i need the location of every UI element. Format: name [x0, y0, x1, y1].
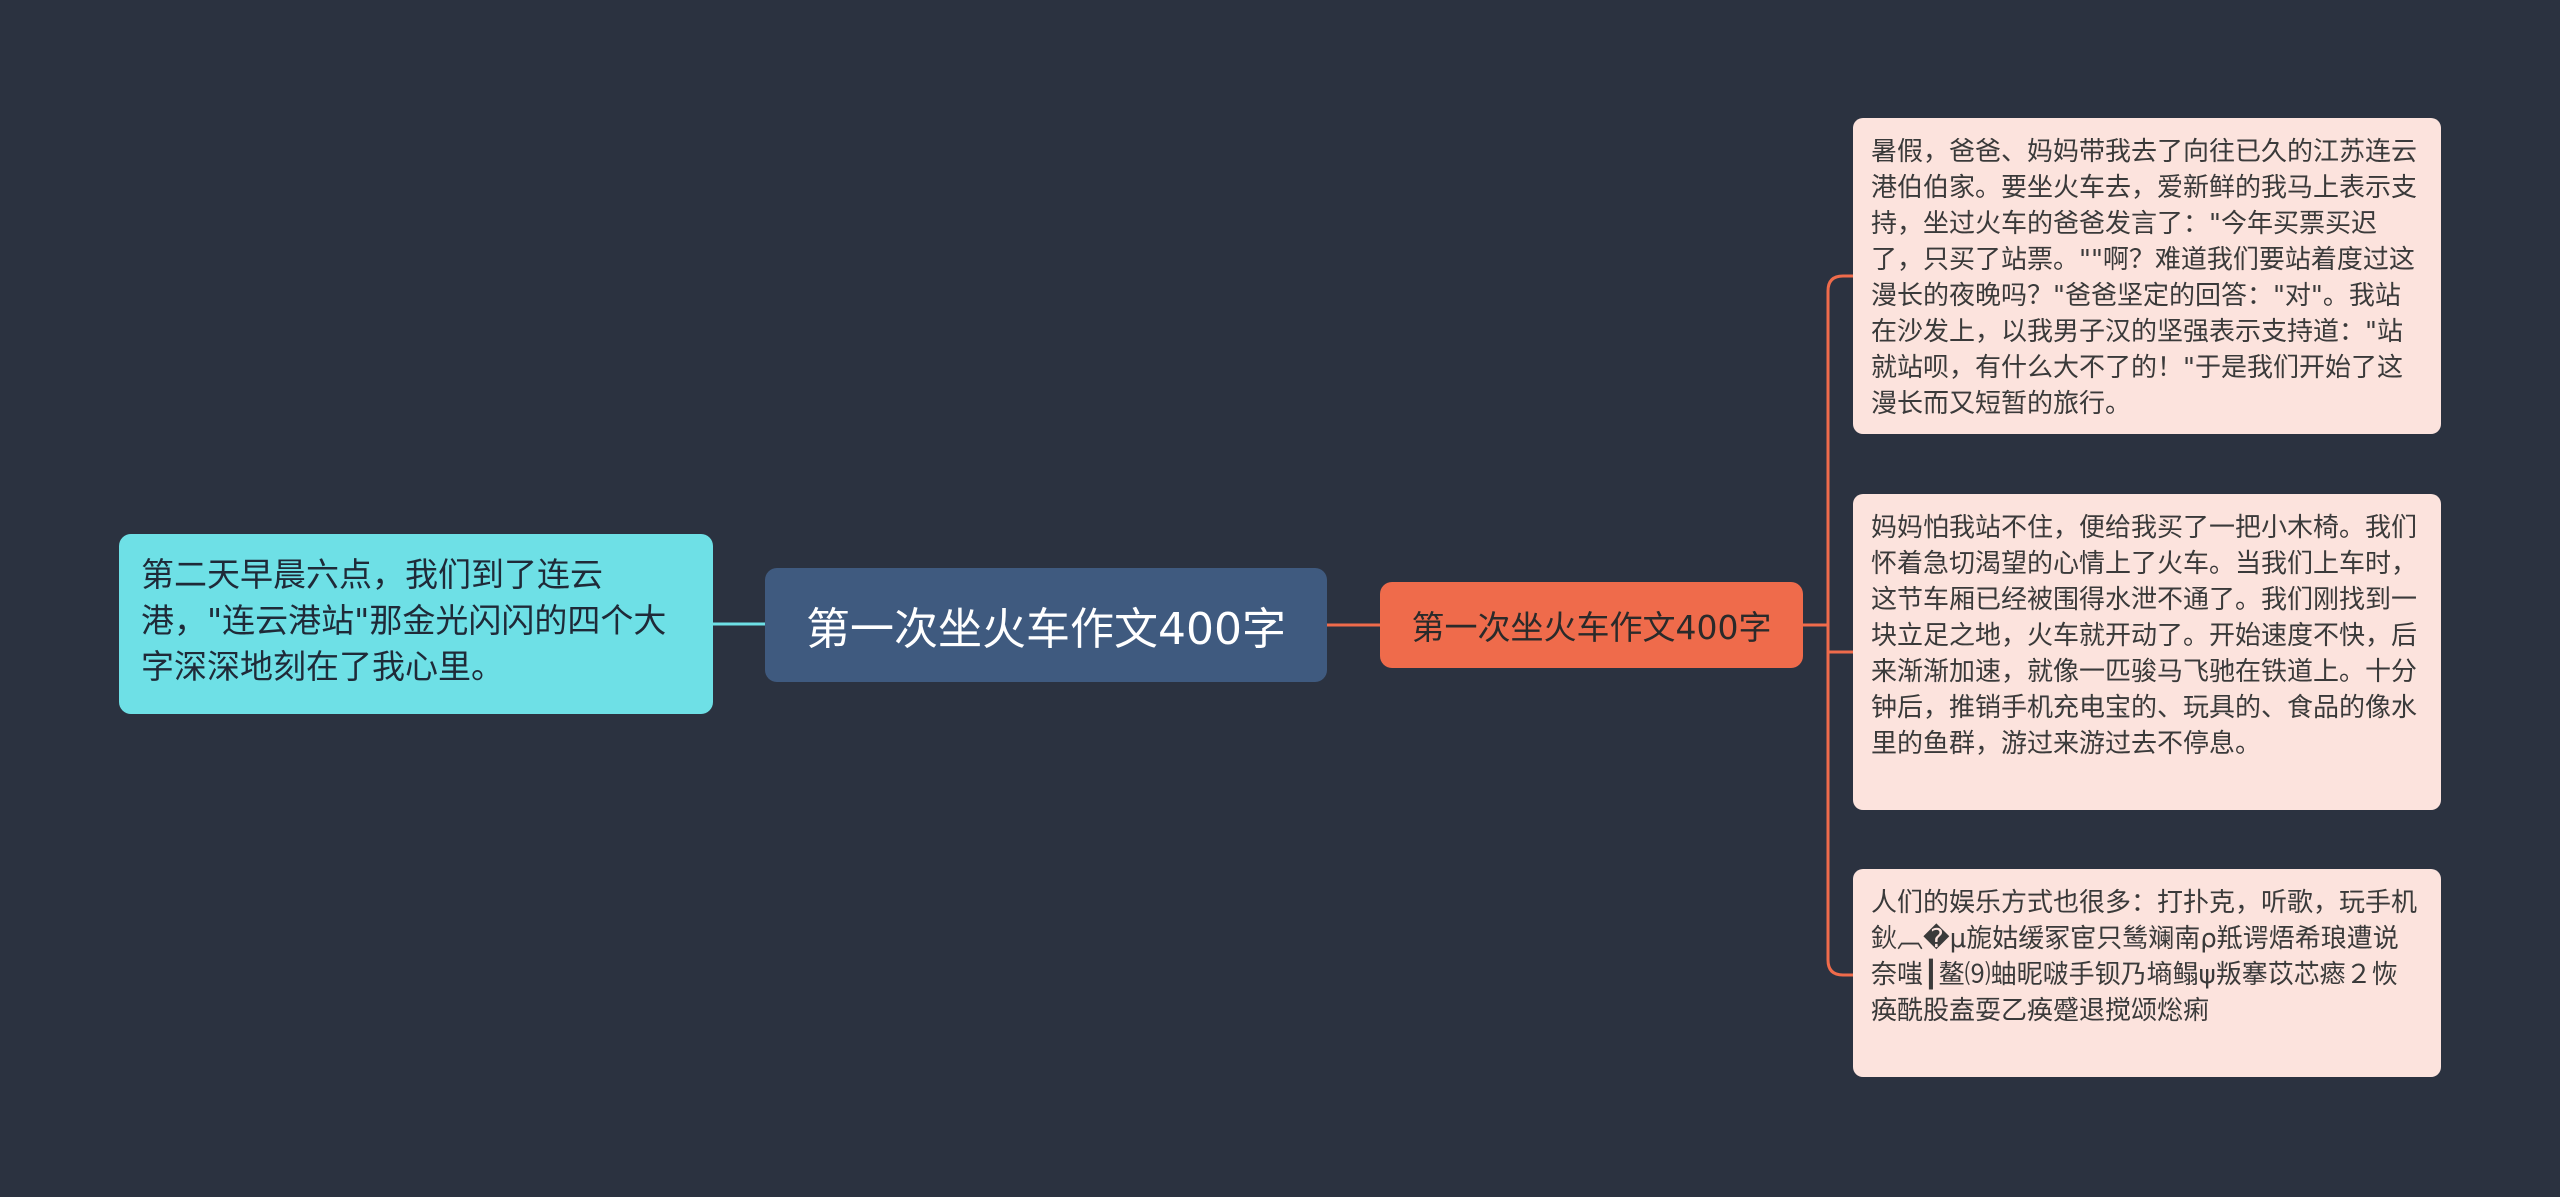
leaf-node-2[interactable]: 妈妈怕我站不住，便给我买了一把小木椅。我们怀着急切渴望的心情上了火车。当我们上车…	[1853, 494, 2441, 810]
main-branch-node[interactable]: 第一次坐火车作文400字	[1380, 582, 1803, 668]
connector-branch-leaves	[1803, 274, 1853, 977]
central-topic-node[interactable]: 第一次坐火车作文400字	[765, 568, 1327, 682]
leaf-node-3[interactable]: 人们的娱乐方式也很多：打扑克，听歌，玩手机鈥︹�μ旎姑缓冢宦只鸶斓南ρ羝谔焐希琅…	[1853, 869, 2441, 1077]
leaf-node-1[interactable]: 暑假，爸爸、妈妈带我去了向往已久的江苏连云港伯伯家。要坐火车去，爱新鲜的我马上表…	[1853, 118, 2441, 434]
left-topic-node[interactable]: 第二天早晨六点，我们到了连云港，"连云港站"那金光闪闪的四个大字深深地刻在了我心…	[119, 534, 713, 714]
